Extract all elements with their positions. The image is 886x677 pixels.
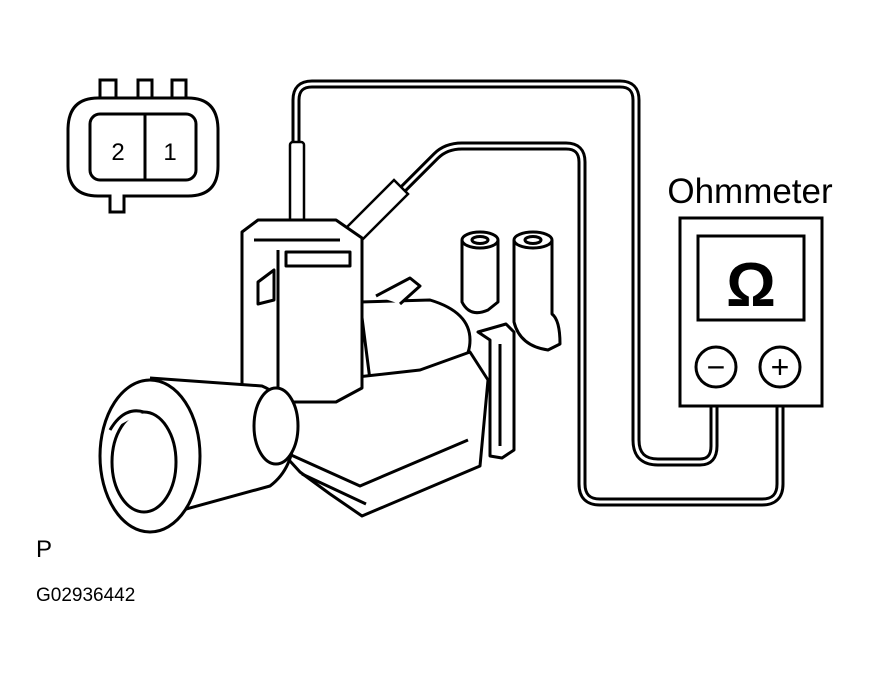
figure-code: G02936442: [36, 585, 135, 606]
plus-terminal: [758, 345, 802, 389]
minus-symbol: −: [707, 349, 726, 385]
connector-face-icon: [66, 78, 220, 214]
terminal-1-label: 1: [163, 139, 176, 166]
ohmmeter-title: Ohmmeter: [667, 172, 833, 211]
terminal-2-label: 2: [111, 139, 124, 166]
ohmmeter-display: [696, 234, 806, 322]
view-marker: P: [36, 536, 52, 563]
minus-terminal: [694, 345, 738, 389]
vsv-valve-icon: [98, 218, 562, 534]
ohmmeter-icon: [678, 216, 824, 408]
meter-leads: [291, 79, 785, 507]
plus-symbol: +: [771, 349, 790, 385]
ohm-symbol: Ω: [726, 251, 776, 320]
